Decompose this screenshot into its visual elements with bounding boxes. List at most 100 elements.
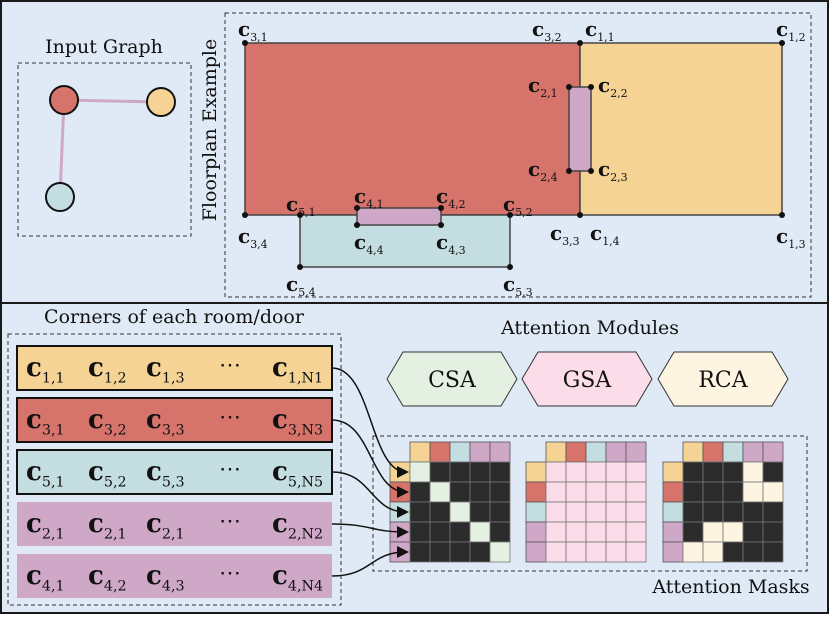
mask-header-cell (662, 541, 684, 563)
row-arrow (331, 367, 409, 478)
corner-row-item: c1,3 (146, 353, 185, 387)
corner-row-item: c5,2 (88, 457, 127, 491)
corner-dot (566, 168, 572, 174)
corner-row-last-item: c3,N3 (272, 405, 323, 439)
mask-cell (449, 501, 471, 523)
mask-cell (722, 541, 744, 563)
mask-cell (429, 461, 451, 483)
corner-dot (507, 212, 513, 218)
mask-cell (682, 521, 704, 543)
input-graph-title: Input Graph (45, 36, 163, 58)
mask-cell (409, 481, 431, 503)
corner-label-3-1: c3,1 (238, 17, 268, 44)
corner-label-5-3: c5,3 (503, 272, 533, 299)
corner-row-item: c3,1 (26, 405, 65, 439)
mask-cell (702, 521, 724, 543)
mask-header-cell (722, 441, 744, 463)
corner-label-2-3: c2,3 (598, 157, 628, 184)
mask-cell (585, 541, 607, 563)
corner-dot (438, 222, 444, 228)
mask-cell (489, 501, 511, 523)
mask-cell (565, 461, 587, 483)
mask-cell (409, 521, 431, 543)
corner-label-3-2: c3,2 (532, 17, 562, 44)
row-arrow (331, 546, 409, 577)
mask-cell (585, 481, 607, 503)
mask-header-cell (525, 521, 547, 543)
graph-edge (58, 99, 66, 198)
mask-cell (429, 481, 451, 503)
graph-node-blue (45, 182, 75, 212)
mask-cell (429, 521, 451, 543)
attention-masks (389, 441, 784, 563)
room-yellow (579, 42, 783, 216)
corner-label-2-4: c2,4 (528, 157, 558, 184)
mask-cell (489, 521, 511, 543)
corner-row-last-item: c2,N2 (272, 509, 323, 543)
mask-cell (605, 501, 627, 523)
mask-cell (565, 481, 587, 503)
corner-row-item: c4,1 (26, 561, 65, 595)
module-gsa-hexagon (521, 351, 653, 407)
mask-cell (682, 481, 704, 503)
corner-dot (297, 264, 303, 270)
mask-cell (469, 501, 491, 523)
mask-cell (565, 541, 587, 563)
corner-label-5-1: c5,1 (286, 192, 316, 219)
mask-cell (762, 521, 784, 543)
mask-cell (545, 501, 567, 523)
mask-header-cell (625, 441, 647, 463)
room-blue (299, 214, 511, 268)
corner-row (16, 397, 333, 443)
mask-cell (545, 461, 567, 483)
mask-cell (489, 481, 511, 503)
mask-cell (605, 461, 627, 483)
corner-label-3-4: c3,4 (238, 224, 268, 251)
corner-label-1-4: c1,4 (590, 221, 620, 248)
corner-row-last-item: c4,N4 (272, 561, 323, 595)
corner-dots (242, 40, 785, 270)
mask-cell (409, 501, 431, 523)
mask-cell (625, 481, 647, 503)
mask-cell (722, 501, 744, 523)
corner-label-1-2: c1,2 (776, 17, 806, 44)
mask-header-cell (662, 481, 684, 503)
mask-cell (469, 521, 491, 543)
corner-label-4-4: c4,4 (354, 230, 384, 257)
mask-cell (762, 461, 784, 483)
mask-cell (702, 501, 724, 523)
mask-cell (469, 481, 491, 503)
mask-header-cell (762, 441, 784, 463)
input-graph-box (17, 62, 192, 237)
room-red (244, 42, 581, 216)
module-rca-label: RCA (698, 368, 748, 393)
ellipsis: ⋯ (219, 561, 241, 586)
corner-row-last-item: c5,N5 (272, 457, 323, 491)
corners-box (7, 333, 342, 606)
corner-dot (507, 264, 513, 270)
mask-cell (625, 541, 647, 563)
mask-cell (722, 481, 744, 503)
mask-cell (585, 521, 607, 543)
floorplan-title: Floorplan Example (199, 39, 221, 221)
corner-label-4-3: c4,3 (436, 230, 466, 257)
corner-dot (577, 40, 583, 46)
mask-cell (449, 461, 471, 483)
mask-cell (449, 481, 471, 503)
mask-cell (625, 521, 647, 543)
masks-box (372, 435, 808, 572)
mask-cell (625, 461, 647, 483)
mask-cell (702, 461, 724, 483)
mask-cell (469, 541, 491, 563)
mask-cell (585, 501, 607, 523)
module-csa-hexagon (386, 351, 518, 407)
mask-header-cell (389, 461, 411, 483)
mask-cell (489, 461, 511, 483)
corner-label-4-1: c4,1 (354, 184, 384, 211)
mask-cell (449, 541, 471, 563)
corner-label-4-2: c4,2 (436, 184, 466, 211)
mask-cell (722, 521, 744, 543)
module-gsa-label: GSA (563, 368, 613, 393)
